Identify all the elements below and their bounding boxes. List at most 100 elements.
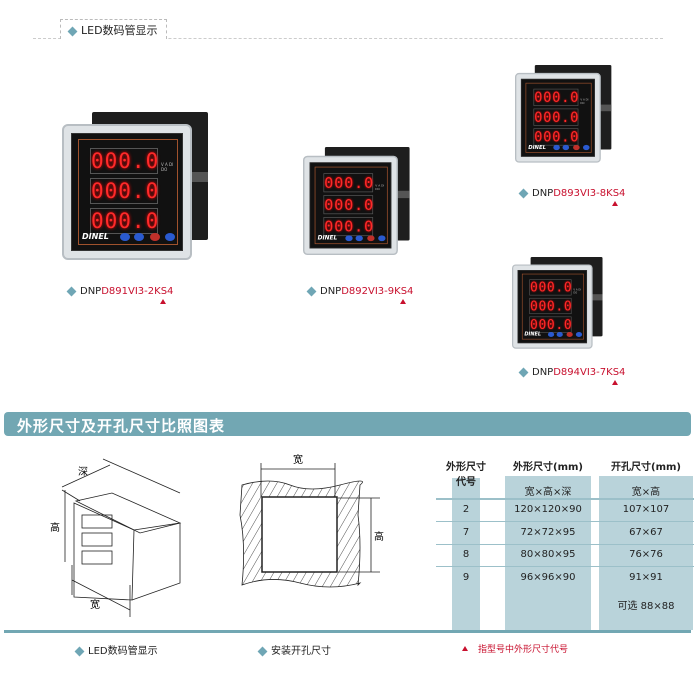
diamond-icon: [74, 646, 85, 656]
brand-logo: DINEL: [528, 144, 546, 151]
meter-button: [556, 332, 563, 337]
meter-button: [562, 144, 570, 151]
width-label: 宽: [90, 598, 100, 611]
subheader-cut: 宽×高: [631, 487, 661, 498]
cell-cut: 76×76: [629, 549, 663, 560]
display-row: 000.0: [323, 195, 374, 215]
product-label: DNPD894VI3-7KS4: [518, 367, 625, 385]
brand-logo: DINEL: [524, 331, 542, 337]
triangle-marker-icon: [462, 646, 468, 651]
display-row: 000.0: [533, 108, 580, 126]
meter-button: [573, 144, 580, 151]
display-row: 000.0: [323, 217, 374, 237]
header-divider: [33, 38, 663, 39]
meter-image: 000.0 000.0 000.0 V A DI DO DINEL: [515, 65, 614, 164]
cell-code: 2: [462, 504, 470, 515]
triangle-marker-icon: [612, 380, 618, 385]
header-code: 外形尺寸代号: [446, 462, 486, 488]
meter-bezel: 000.0 000.0 000.0 V A DI DO DINEL: [62, 124, 192, 260]
meter-bezel: 000.0 000.0 000.0 V A DI DO DINEL: [303, 155, 398, 256]
meter-image: 000.0 000.0 000.0 V A DI DO DINEL: [62, 112, 212, 262]
cell-code: 8: [462, 549, 470, 560]
diamond-icon: [518, 188, 529, 198]
meter-button: [150, 233, 160, 241]
meter-button: [134, 233, 144, 241]
display-row: 000.0: [90, 208, 160, 234]
display-row: 000.0: [323, 173, 374, 193]
meter-button: [345, 235, 353, 242]
dimension-table: 外形尺寸代号 外形尺寸(mm) 开孔尺寸(mm) 宽×高×深 宽×高 2 120×…: [436, 450, 694, 635]
depth-label: 深: [78, 466, 88, 478]
cell-code: 7: [462, 526, 470, 538]
diamond-icon: [67, 26, 78, 36]
display-row: 000.0: [529, 279, 573, 296]
meter-button: [547, 332, 555, 337]
cell-outer: 72×72×95: [520, 526, 576, 538]
meter-button: [575, 332, 583, 337]
meter-face: 000.0 000.0 000.0 V A DI DO DINEL: [309, 162, 392, 249]
meter-button: [165, 233, 175, 241]
tab-label: LED数码管显示: [81, 24, 158, 37]
display-window: 000.0 000.0 000.0 V A DI DO: [521, 273, 584, 340]
meter-button: [566, 332, 573, 337]
display-row: 000.0: [90, 148, 160, 174]
display-row: 000.0: [533, 128, 580, 146]
bottom-rule: [4, 630, 691, 633]
triangle-marker-icon: [400, 299, 406, 304]
cutout-width-label: 宽: [293, 453, 303, 466]
cutout-hole: [261, 496, 338, 573]
display-row: 000.0: [529, 297, 573, 315]
diamond-icon: [66, 286, 77, 296]
optional-cut: 可选 88×88: [617, 601, 675, 612]
display-row: 000.0: [529, 316, 573, 333]
brand-logo: DINEL: [317, 234, 338, 242]
legend-led: LED数码管显示: [74, 642, 158, 657]
outer-column-shade: [505, 476, 591, 630]
header-outer: 外形尺寸(mm): [513, 462, 583, 473]
product-label: DNPD891VI3-2KS4: [66, 286, 173, 304]
cut-column-shade: [599, 476, 693, 630]
product-label: DNPD892VI3-9KS4: [306, 286, 413, 304]
display-row: 000.0: [90, 178, 160, 204]
meter-button: [120, 233, 130, 241]
meter-outline-drawing: [61, 458, 182, 617]
display-window: 000.0 000.0 000.0 V A DI DO: [78, 139, 178, 245]
meter-bezel: 000.0 000.0 000.0 V A DI DO DINEL: [512, 264, 593, 349]
cell-code: 9: [462, 571, 470, 583]
triangle-marker-icon: [160, 299, 166, 304]
product-label: DNPD893VI3-8KS4: [518, 188, 625, 206]
triangle-marker-icon: [612, 201, 618, 206]
display-window: 000.0 000.0 000.0 V A DI DO: [525, 82, 592, 153]
height-label: 高: [50, 521, 60, 534]
cell-cut: 67×67: [629, 526, 663, 538]
cell-outer: 120×120×90: [514, 504, 582, 515]
meter-button: [378, 235, 386, 242]
tab-led-display[interactable]: LED数码管显示: [60, 19, 167, 39]
display-window: 000.0 000.0 000.0 V A DI DO: [314, 166, 388, 245]
indicator-labels: V A DI DO: [573, 288, 581, 295]
indicator-labels: V A DI DO: [161, 162, 174, 172]
meter-face: 000.0 000.0 000.0 V A DI DO DINEL: [71, 133, 183, 251]
meter-button: [582, 144, 590, 151]
display-row: 000.0: [533, 88, 580, 106]
meter-image: 000.0 000.0 000.0 V A DI DO DINEL: [512, 257, 605, 350]
cell-outer: 96×96×90: [520, 571, 576, 583]
legend-cutout: 安装开孔尺寸: [257, 642, 331, 657]
brand-logo: DINEL: [82, 232, 109, 241]
header-cut: 开孔尺寸(mm): [611, 462, 681, 473]
legend-note: 指型号中外形尺寸代号: [462, 642, 568, 655]
indicator-labels: V A DI DO: [580, 98, 589, 105]
cutout-height-label: 高: [374, 530, 384, 543]
meter-face: 000.0 000.0 000.0 V A DI DO DINEL: [520, 78, 595, 157]
dimension-diagrams: 深 高 宽 宽 高: [50, 453, 384, 617]
code-column-shade: [452, 478, 480, 630]
subheader-outer: 宽×高×深: [524, 487, 572, 498]
cell-cut: 107×107: [622, 504, 670, 515]
diamond-icon: [257, 646, 268, 656]
cell-outer: 80×80×95: [520, 549, 576, 560]
cell-cut: 91×91: [629, 571, 663, 583]
diamond-icon: [518, 367, 529, 377]
meter-button: [367, 235, 375, 242]
meter-face: 000.0 000.0 000.0 V A DI DO DINEL: [517, 270, 588, 344]
meter-bezel: 000.0 000.0 000.0 V A DI DO DINEL: [515, 72, 601, 163]
